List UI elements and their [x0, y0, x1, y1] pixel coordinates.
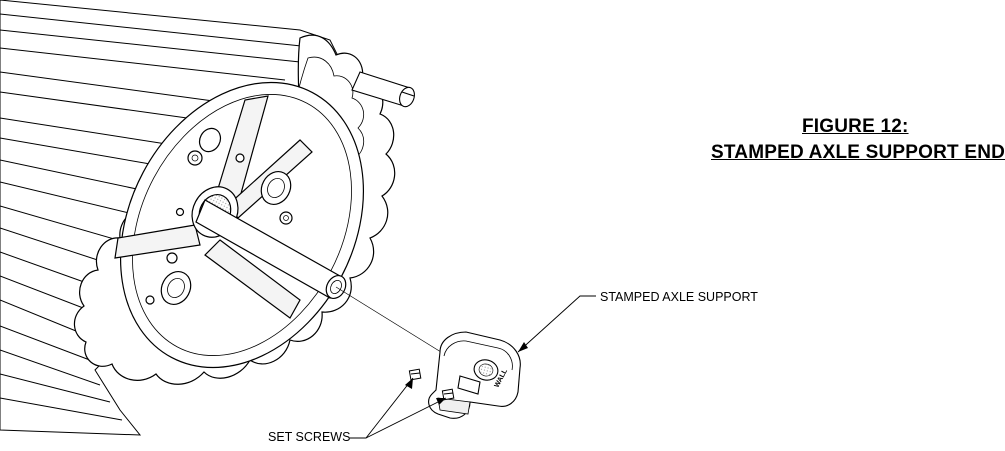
figure-subtitle: STAMPED AXLE SUPPORT END	[711, 142, 1005, 163]
leader-set-screw-1	[350, 377, 414, 439]
far-axle-stub	[351, 71, 415, 108]
arrowhead-axle-support	[518, 342, 528, 352]
leader-axle-support	[517, 295, 596, 353]
set-screw-1	[408, 368, 422, 381]
arrowhead-set-screw-2	[436, 398, 446, 405]
callout-set-screws: SET SCREWS	[268, 430, 351, 444]
set-screw-2	[441, 388, 455, 401]
arrowhead-set-screw-1	[405, 378, 413, 389]
leader-set-screw-2	[365, 397, 447, 439]
callout-stamped-axle-support: STAMPED AXLE SUPPORT	[600, 290, 758, 304]
figure-title: FIGURE 12:	[802, 116, 909, 137]
